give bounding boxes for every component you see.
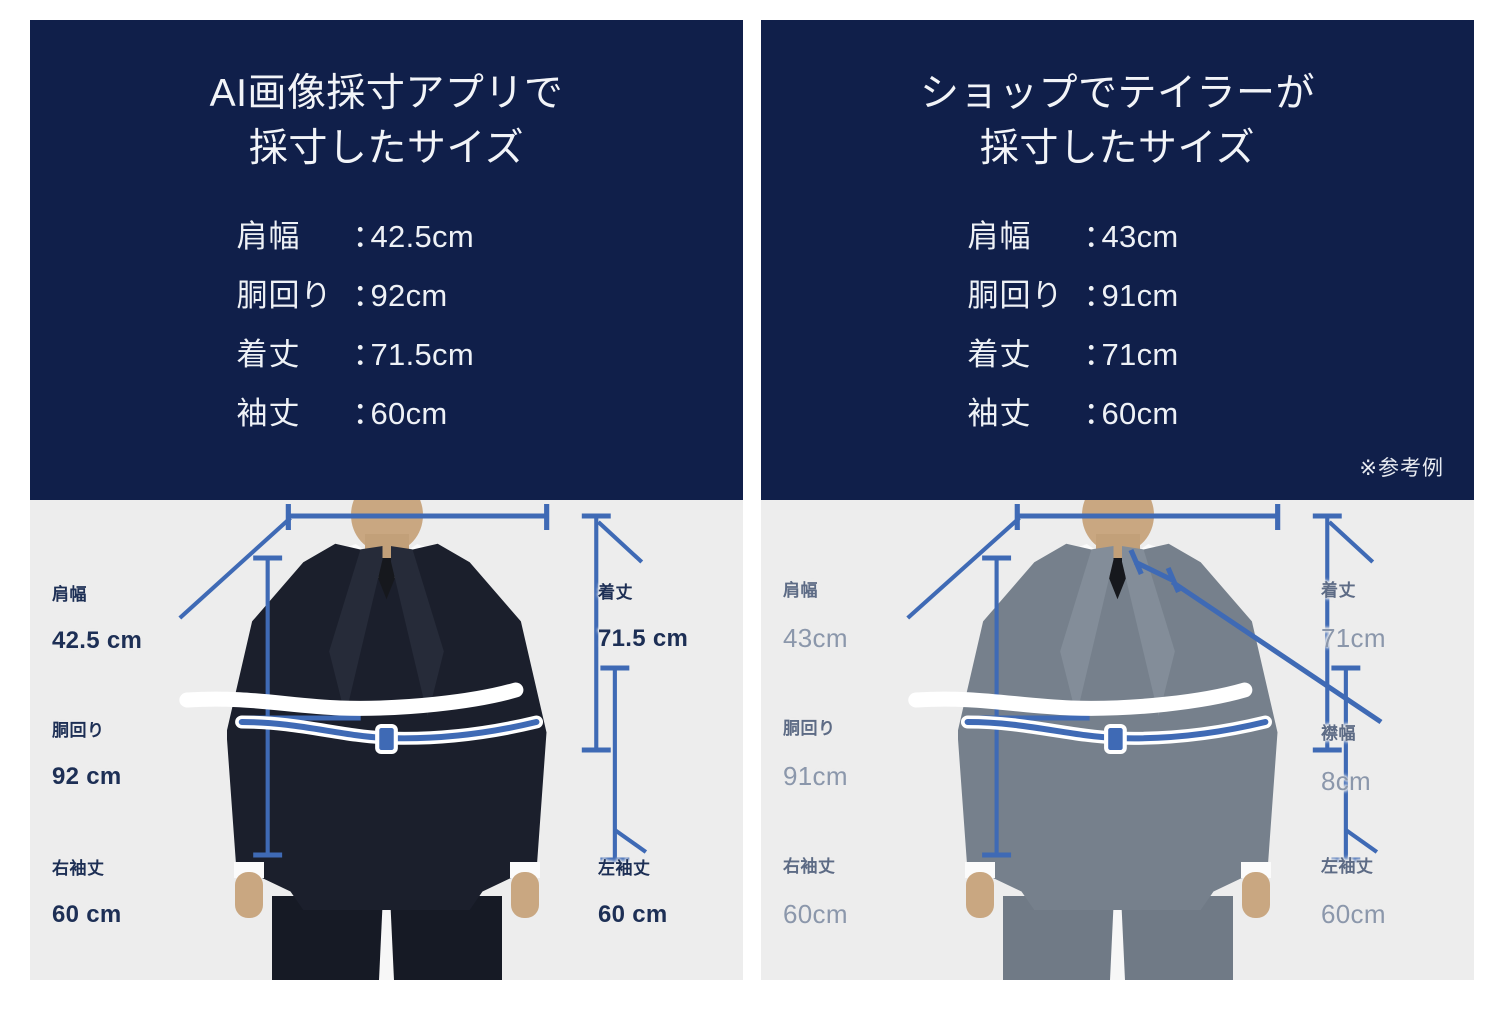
photo-label-right-sleeve-left: 右袖丈 60 cm	[52, 858, 122, 928]
spec-label-sleeve: 袖丈	[236, 395, 301, 431]
spec-value-sleeve: 60cm	[1101, 395, 1179, 431]
panel-ai-app: AI画像採寸アプリで 採寸したサイズ 肩幅 ： 42.5cm 胴回り ： 92c…	[30, 20, 743, 980]
photo-label-length-left: 着丈 71.5 cm	[598, 582, 689, 652]
spec-value-waist: 91cm	[1101, 277, 1179, 313]
photo-label-shoulder-right: 肩幅 43cm	[783, 580, 848, 653]
spec-row-length: 着丈 ： 71.5cm	[237, 339, 537, 370]
spec-colon-shoulder: ：	[1083, 218, 1115, 254]
spec-row-shoulder: 肩幅 ： 43cm	[968, 221, 1268, 252]
panel-title-ai-app: AI画像採寸アプリで 採寸したサイズ	[209, 72, 564, 171]
mannequin-hand-left	[965, 872, 994, 918]
mannequin-hand-left	[234, 872, 263, 918]
photo-label-waist-left: 胴回り 92 cm	[52, 720, 122, 790]
spec-row-shoulder: 肩幅 ： 42.5cm	[237, 221, 537, 252]
photo-label-collar-right: 襟幅 8cm	[1321, 723, 1372, 796]
mannequin-dark-suit	[222, 500, 552, 980]
spec-label-waist: 胴回り	[967, 277, 1064, 313]
spec-label-sleeve: 袖丈	[967, 395, 1032, 431]
spec-value-length: 71.5cm	[370, 336, 474, 372]
spec-value-waist: 92cm	[370, 277, 448, 313]
photo-label-shoulder-left: 肩幅 42.5 cm	[52, 584, 143, 654]
spec-label-shoulder: 肩幅	[967, 218, 1032, 254]
spec-row-waist: 胴回り ： 91cm	[968, 280, 1268, 311]
photo-label-left-sleeve-left: 左袖丈 60 cm	[598, 858, 668, 928]
spec-label-length: 着丈	[967, 336, 1032, 372]
panel-title-shop-tailor: ショップでテイラーが 採寸したサイズ	[919, 72, 1315, 171]
spec-colon-sleeve: ：	[352, 395, 384, 431]
mannequin-hand-right	[1241, 872, 1270, 918]
panel-shop-tailor: ショップでテイラーが 採寸したサイズ 肩幅 ： 43cm 胴回り ： 91cm …	[761, 20, 1474, 980]
mannequin-gray-suit	[953, 500, 1283, 980]
spec-value-shoulder: 43cm	[1101, 218, 1179, 254]
spec-row-sleeve: 袖丈 ： 60cm	[237, 398, 537, 429]
spec-row-length: 着丈 ： 71cm	[968, 339, 1268, 370]
panel-header-ai-app: AI画像採寸アプリで 採寸したサイズ 肩幅 ： 42.5cm 胴回り ： 92c…	[30, 20, 743, 500]
reference-note: ※参考例	[1359, 457, 1444, 480]
spec-colon-shoulder: ：	[352, 218, 384, 254]
panel-header-shop-tailor: ショップでテイラーが 採寸したサイズ 肩幅 ： 43cm 胴回り ： 91cm …	[761, 20, 1474, 500]
spec-row-waist: 胴回り ： 92cm	[237, 280, 537, 311]
spec-value-shoulder: 42.5cm	[370, 218, 474, 254]
photo-ai-app: 肩幅 42.5 cm 胴回り 92 cm 着丈 71.5 cm 右袖丈 60 c…	[30, 500, 743, 980]
photo-shop-tailor: 肩幅 43cm 胴回り 91cm 着丈 71cm 襟幅 8cm 右袖丈 60cm…	[761, 500, 1474, 980]
spec-value-sleeve: 60cm	[370, 395, 448, 431]
photo-label-left-sleeve-right: 左袖丈 60cm	[1321, 856, 1386, 929]
spec-colon-waist: ：	[1083, 277, 1115, 313]
mannequin-hand-right	[510, 872, 539, 918]
spec-colon-length: ：	[352, 336, 384, 372]
spec-label-waist: 胴回り	[236, 277, 333, 313]
spec-label-length: 着丈	[236, 336, 301, 372]
spec-row-sleeve: 袖丈 ： 60cm	[968, 398, 1268, 429]
spec-colon-length: ：	[1083, 336, 1115, 372]
spec-label-shoulder: 肩幅	[236, 218, 301, 254]
spec-colon-waist: ：	[352, 277, 384, 313]
photo-label-right-sleeve-right: 右袖丈 60cm	[783, 856, 848, 929]
spec-list-shop-tailor: 肩幅 ： 43cm 胴回り ： 91cm 着丈 ： 71cm 袖丈 ：	[787, 221, 1448, 457]
photo-label-length-right: 着丈 71cm	[1321, 580, 1386, 653]
spec-value-length: 71cm	[1101, 336, 1179, 372]
spec-colon-sleeve: ：	[1083, 395, 1115, 431]
spec-list-ai-app: 肩幅 ： 42.5cm 胴回り ： 92cm 着丈 ： 71.5cm 袖丈 ：	[56, 221, 717, 457]
photo-label-waist-right: 胴回り 91cm	[783, 718, 848, 791]
